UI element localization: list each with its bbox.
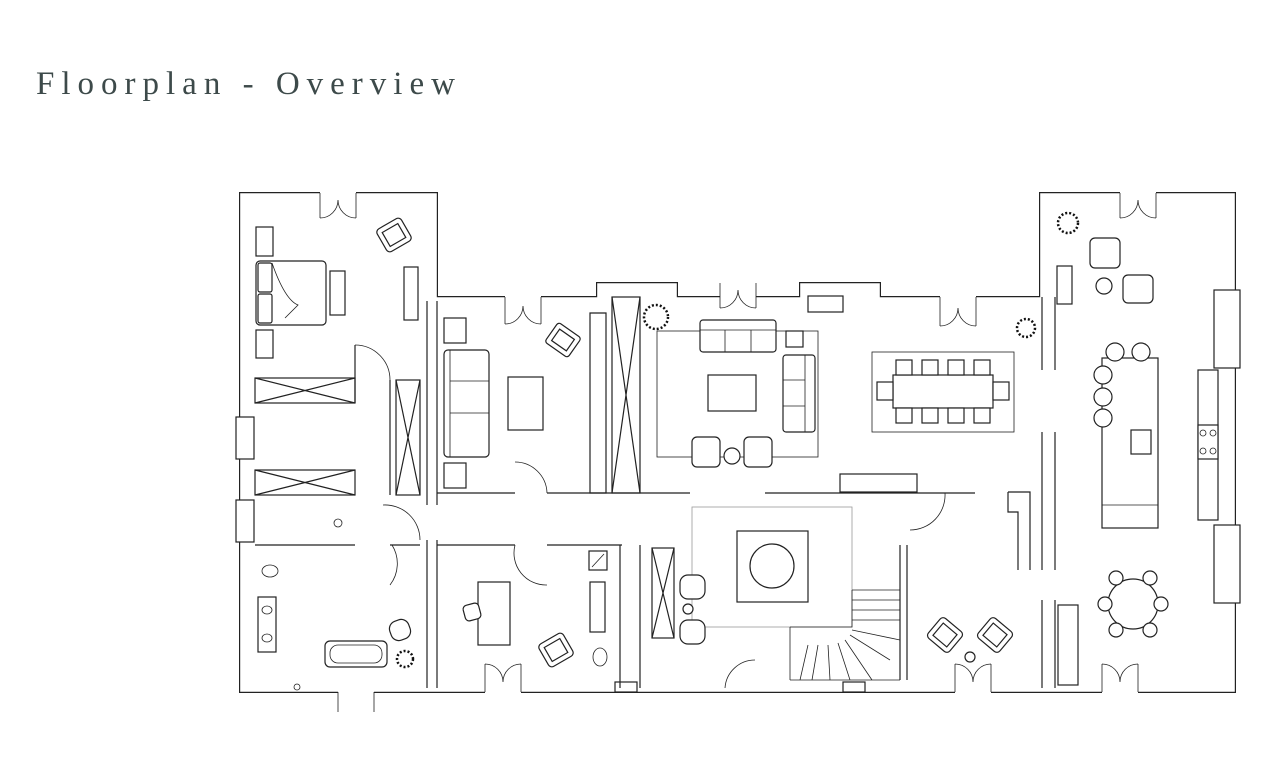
plant-icon [1015,317,1037,339]
page-title: Floorplan - Overview [36,66,462,102]
exterior-doors [235,190,1241,712]
interior-walls [254,296,1056,689]
bedroom-furniture [255,217,419,359]
armchair [376,217,412,253]
bathroom-furniture [257,518,415,691]
plant-icon [395,649,415,669]
bed [255,260,327,326]
lounge-furniture [443,317,581,489]
kitchen-furniture [1056,211,1219,686]
exterior-walls [239,192,1236,693]
plant-icon [1056,211,1080,235]
sofa [443,349,490,458]
dining-furniture [807,295,1037,493]
plant-icon [642,303,670,331]
staircase [691,506,901,681]
living-room-furniture [642,303,819,468]
office-furniture [462,530,1014,668]
